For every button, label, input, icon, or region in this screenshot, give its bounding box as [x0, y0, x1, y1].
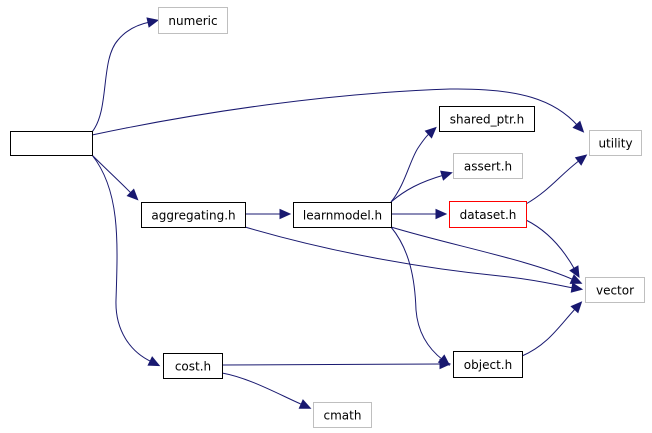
node-label: assert.h — [464, 160, 512, 174]
edge-dataset-utility — [525, 154, 588, 205]
node-box — [589, 130, 642, 156]
edge-object-vector — [521, 301, 583, 357]
arrowhead-icon — [439, 358, 452, 370]
edge-line — [390, 226, 575, 281]
arrowhead-icon — [147, 356, 161, 367]
node-label: dataset.h — [460, 208, 517, 222]
node-label: cmath — [324, 409, 362, 423]
arrowhead-icon — [146, 17, 159, 28]
edge-line — [390, 226, 444, 361]
edge-learnmodel-vector — [390, 226, 583, 284]
node-box — [585, 277, 645, 303]
arrowhead-icon — [435, 208, 448, 220]
node-label: boosting.h — [20, 137, 83, 151]
edge-boosting-aggregating — [91, 154, 139, 201]
node-label: utility — [598, 137, 632, 151]
node-label: numeric — [168, 14, 217, 28]
edge-aggregating-vector — [244, 226, 584, 293]
edge-boosting-cost — [91, 154, 161, 367]
node-box — [293, 202, 392, 228]
edge-line — [221, 372, 304, 406]
edge-aggregating-learnmodel — [245, 208, 292, 220]
arrowhead-icon — [569, 274, 583, 284]
arrowhead-icon — [570, 301, 583, 314]
node-utility: utility — [589, 130, 642, 156]
node-numeric: numeric — [158, 7, 228, 34]
node-label: cost.h — [175, 360, 211, 374]
node-assert: assert.h — [453, 153, 523, 179]
edge-learnmodel-dataset — [391, 208, 448, 220]
edge-line — [390, 174, 445, 203]
node-learnmodel[interactable]: learnmodel.h — [293, 202, 392, 228]
arrowhead-icon — [279, 208, 292, 220]
node-cmath: cmath — [313, 402, 372, 428]
edge-dataset-vector — [525, 219, 580, 279]
edge-learnmodel-object — [390, 226, 451, 366]
node-box — [313, 402, 372, 428]
node-cost[interactable]: cost.h — [163, 353, 223, 379]
node-box — [10, 131, 93, 156]
edge-line — [244, 226, 575, 289]
node-aggregating[interactable]: aggregating.h — [141, 202, 246, 228]
node-box — [439, 106, 535, 132]
node-boosting[interactable]: boosting.h — [10, 131, 93, 156]
node-vector: vector — [585, 277, 645, 303]
edge-line — [521, 307, 577, 357]
edges-layer — [91, 17, 588, 409]
node-label: aggregating.h — [151, 209, 235, 223]
edge-line — [525, 219, 576, 271]
node-box — [453, 351, 523, 378]
edge-line — [390, 132, 431, 203]
arrowhead-icon — [570, 282, 584, 293]
edge-line — [91, 21, 151, 133]
node-box — [449, 201, 527, 228]
edge-learnmodel-shared_ptr — [390, 126, 437, 203]
node-label: learnmodel.h — [303, 209, 382, 223]
edge-learnmodel-assert — [390, 170, 453, 203]
arrowhead-icon — [572, 120, 585, 133]
node-label: vector — [596, 284, 634, 298]
node-box — [141, 202, 246, 228]
arrowhead-icon — [569, 265, 580, 279]
node-object[interactable]: object.h — [453, 351, 523, 378]
arrowhead-icon — [126, 188, 139, 201]
arrowhead-icon — [440, 170, 453, 181]
edge-line — [91, 154, 153, 363]
node-shared-ptr[interactable]: shared_ptr.h — [439, 106, 535, 132]
node-label: shared_ptr.h — [450, 113, 524, 127]
node-dataset[interactable]: dataset.h — [449, 201, 527, 228]
edge-boosting-utility — [91, 88, 585, 136]
arrowhead-icon — [298, 399, 312, 409]
edge-cost-object — [221, 358, 452, 370]
edge-cost-cmath — [221, 372, 312, 409]
node-box — [163, 353, 223, 379]
edge-line — [91, 88, 579, 136]
edge-boosting-numeric — [91, 17, 159, 133]
arrowhead-icon — [424, 126, 437, 139]
node-label: object.h — [464, 358, 512, 372]
arrowhead-icon — [574, 154, 588, 166]
node-box — [158, 7, 228, 34]
nodes-layer: boosting.h numeric utility aggregating.h lea… — [10, 7, 645, 428]
edge-line — [525, 159, 581, 205]
edge-line — [91, 154, 133, 195]
node-box — [453, 153, 523, 179]
edge-line — [221, 363, 443, 366]
